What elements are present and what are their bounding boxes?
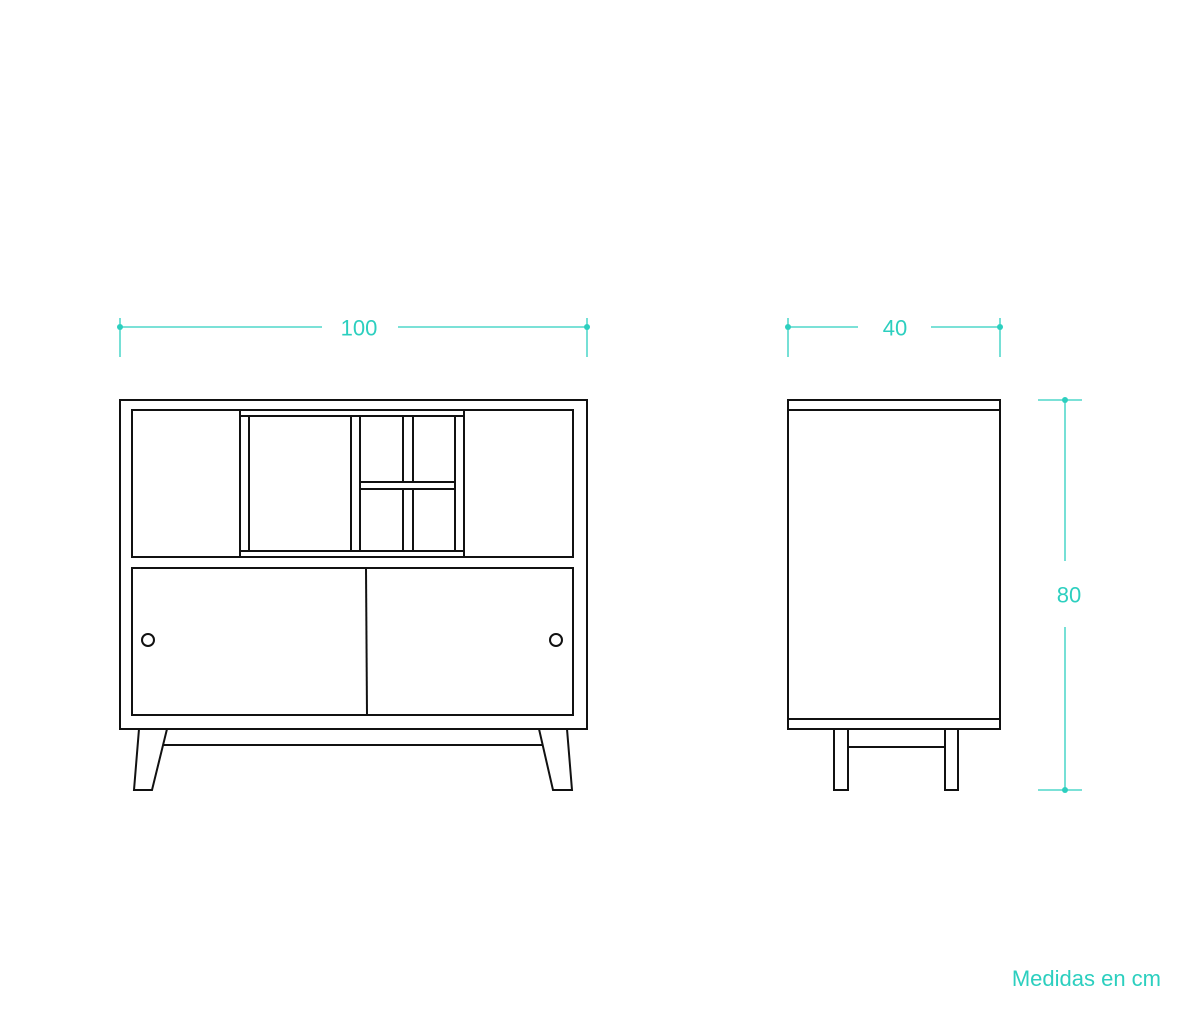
right-door-knob xyxy=(549,633,563,647)
left-door-knob xyxy=(141,633,155,647)
side-back-leg xyxy=(944,728,959,791)
front-right-leg xyxy=(537,728,574,791)
width-dimension: 100 xyxy=(117,316,590,357)
depth-dimension: 40 xyxy=(785,316,1003,357)
height-dimension: 80 xyxy=(1038,397,1082,793)
depth-label: 40 xyxy=(883,316,907,341)
side-view xyxy=(787,399,1001,791)
side-cabinet-body xyxy=(787,399,1001,730)
sliding-door-divider xyxy=(365,567,368,716)
width-label: 100 xyxy=(341,316,378,341)
units-note: Medidas en cm xyxy=(1011,966,1161,991)
front-view xyxy=(119,399,588,791)
open-shelf-frame xyxy=(239,409,465,558)
front-left-leg xyxy=(132,728,169,791)
height-label: 80 xyxy=(1057,583,1081,608)
front-cabinet-body xyxy=(119,399,588,730)
lower-compartment xyxy=(131,567,574,716)
side-front-leg xyxy=(833,728,849,791)
upper-compartment xyxy=(131,409,574,558)
